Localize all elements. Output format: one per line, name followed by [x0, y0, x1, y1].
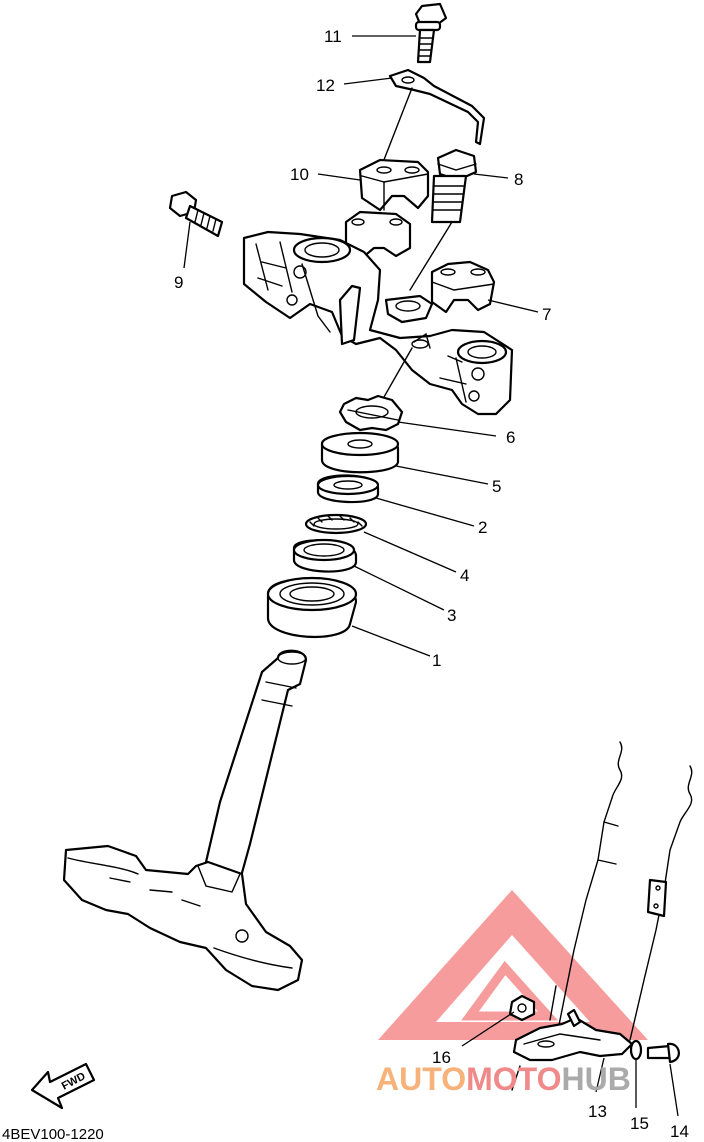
part-6-ring-nut [338, 394, 404, 432]
watermark-text: AUTOMOTOHUB [376, 1061, 631, 1097]
part-10-holder-cap [358, 158, 430, 212]
callout-1: 1 [432, 651, 441, 670]
part-15-washer [629, 1039, 643, 1061]
callout-labels: 11 12 10 8 9 7 6 5 2 4 3 1 16 13 15 14 [174, 27, 689, 1141]
callout-16: 16 [432, 1048, 451, 1067]
part-7-upper-bracket [242, 230, 514, 416]
callout-13: 13 [588, 1102, 607, 1121]
watermark-hub: HUB [561, 1061, 630, 1097]
part-13-bracket [512, 1008, 634, 1062]
callout-12: 12 [316, 76, 335, 95]
part-16-nut [508, 994, 536, 1022]
watermark-auto: AUTO [376, 1061, 466, 1097]
watermark-logo [378, 890, 648, 1040]
callout-15: 15 [630, 1114, 649, 1133]
part-12-bracket [388, 68, 486, 146]
leader-lines [183, 35, 679, 1117]
part-11-bolt [414, 2, 448, 64]
part-9-bolt [168, 190, 224, 238]
callout-14: 14 [670, 1122, 689, 1141]
part-4-bearing [304, 513, 368, 535]
fork-tubes [555, 741, 693, 1041]
callout-7: 7 [542, 305, 551, 324]
diagram-code: 4BEV100-1220 [2, 1126, 104, 1142]
fwd-arrow-icon: FWD [30, 1062, 96, 1110]
callout-4: 4 [460, 566, 469, 585]
part-8-bolt [430, 148, 478, 224]
under-bracket-stem [62, 649, 308, 992]
part-3-race [292, 538, 358, 573]
callout-5: 5 [492, 477, 501, 496]
callout-11: 11 [324, 27, 342, 46]
part-1-bearing [266, 576, 358, 639]
callout-2: 2 [478, 518, 487, 537]
svg-text:AUTOMOTOHUB: AUTOMOTOHUB [376, 1061, 631, 1097]
part-7-upper-holder [430, 260, 496, 314]
callout-8: 8 [514, 170, 523, 189]
watermark-inner-mark [461, 960, 559, 1021]
callout-9: 9 [174, 273, 183, 292]
part-14-bolt [646, 1042, 680, 1064]
part-5-washer [320, 431, 400, 474]
part-2-seal [316, 474, 380, 504]
watermark-moto: MOTO [466, 1061, 561, 1097]
callout-3: 3 [447, 606, 456, 625]
watermark-triangle [378, 890, 648, 1040]
callout-10: 10 [290, 165, 309, 184]
callout-6: 6 [506, 428, 515, 447]
